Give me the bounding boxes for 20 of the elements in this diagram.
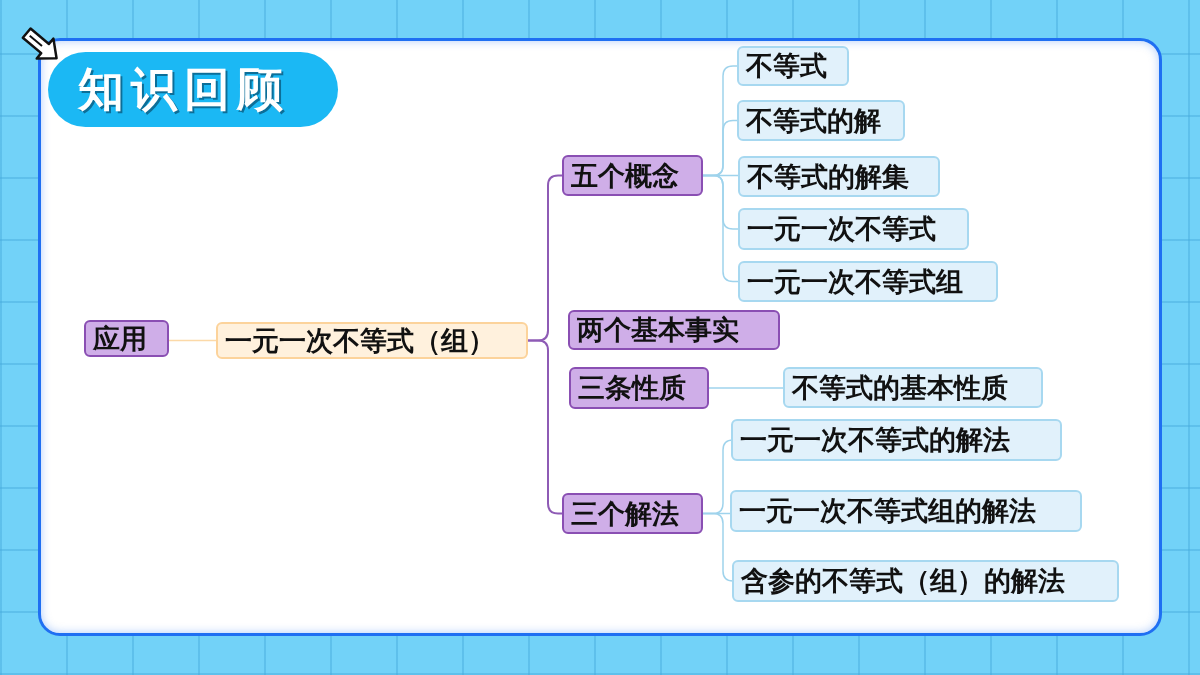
subtopic-box: 含参的不等式（组）的解法 [732,560,1119,602]
subtopic-box: 不等式的解集 [738,156,940,197]
branch-box: 三条性质 [569,367,709,409]
subtopic-box: 不等式 [737,46,849,86]
subtopic-box: 一元一次不等式 [738,208,969,250]
central-topic-box: 一元一次不等式（组） [216,322,528,359]
subtopic-box: 不等式的解 [737,100,905,141]
connector-line [702,512,734,582]
subtopic-box: 不等式的基本性质 [783,367,1043,408]
branch-box: 应用 [84,320,169,357]
branch-box: 两个基本事实 [568,310,780,350]
branch-box: 三个解法 [562,493,703,534]
connector-line [708,387,784,389]
subtopic-box: 一元一次不等式组 [738,261,998,302]
connector-line [702,174,739,283]
subtopic-box: 一元一次不等式的解法 [731,419,1062,461]
subtopic-box: 一元一次不等式组的解法 [730,490,1082,532]
title-banner: 知识回顾 [48,52,338,127]
connector-line [168,339,217,342]
branch-box: 五个概念 [562,155,703,196]
